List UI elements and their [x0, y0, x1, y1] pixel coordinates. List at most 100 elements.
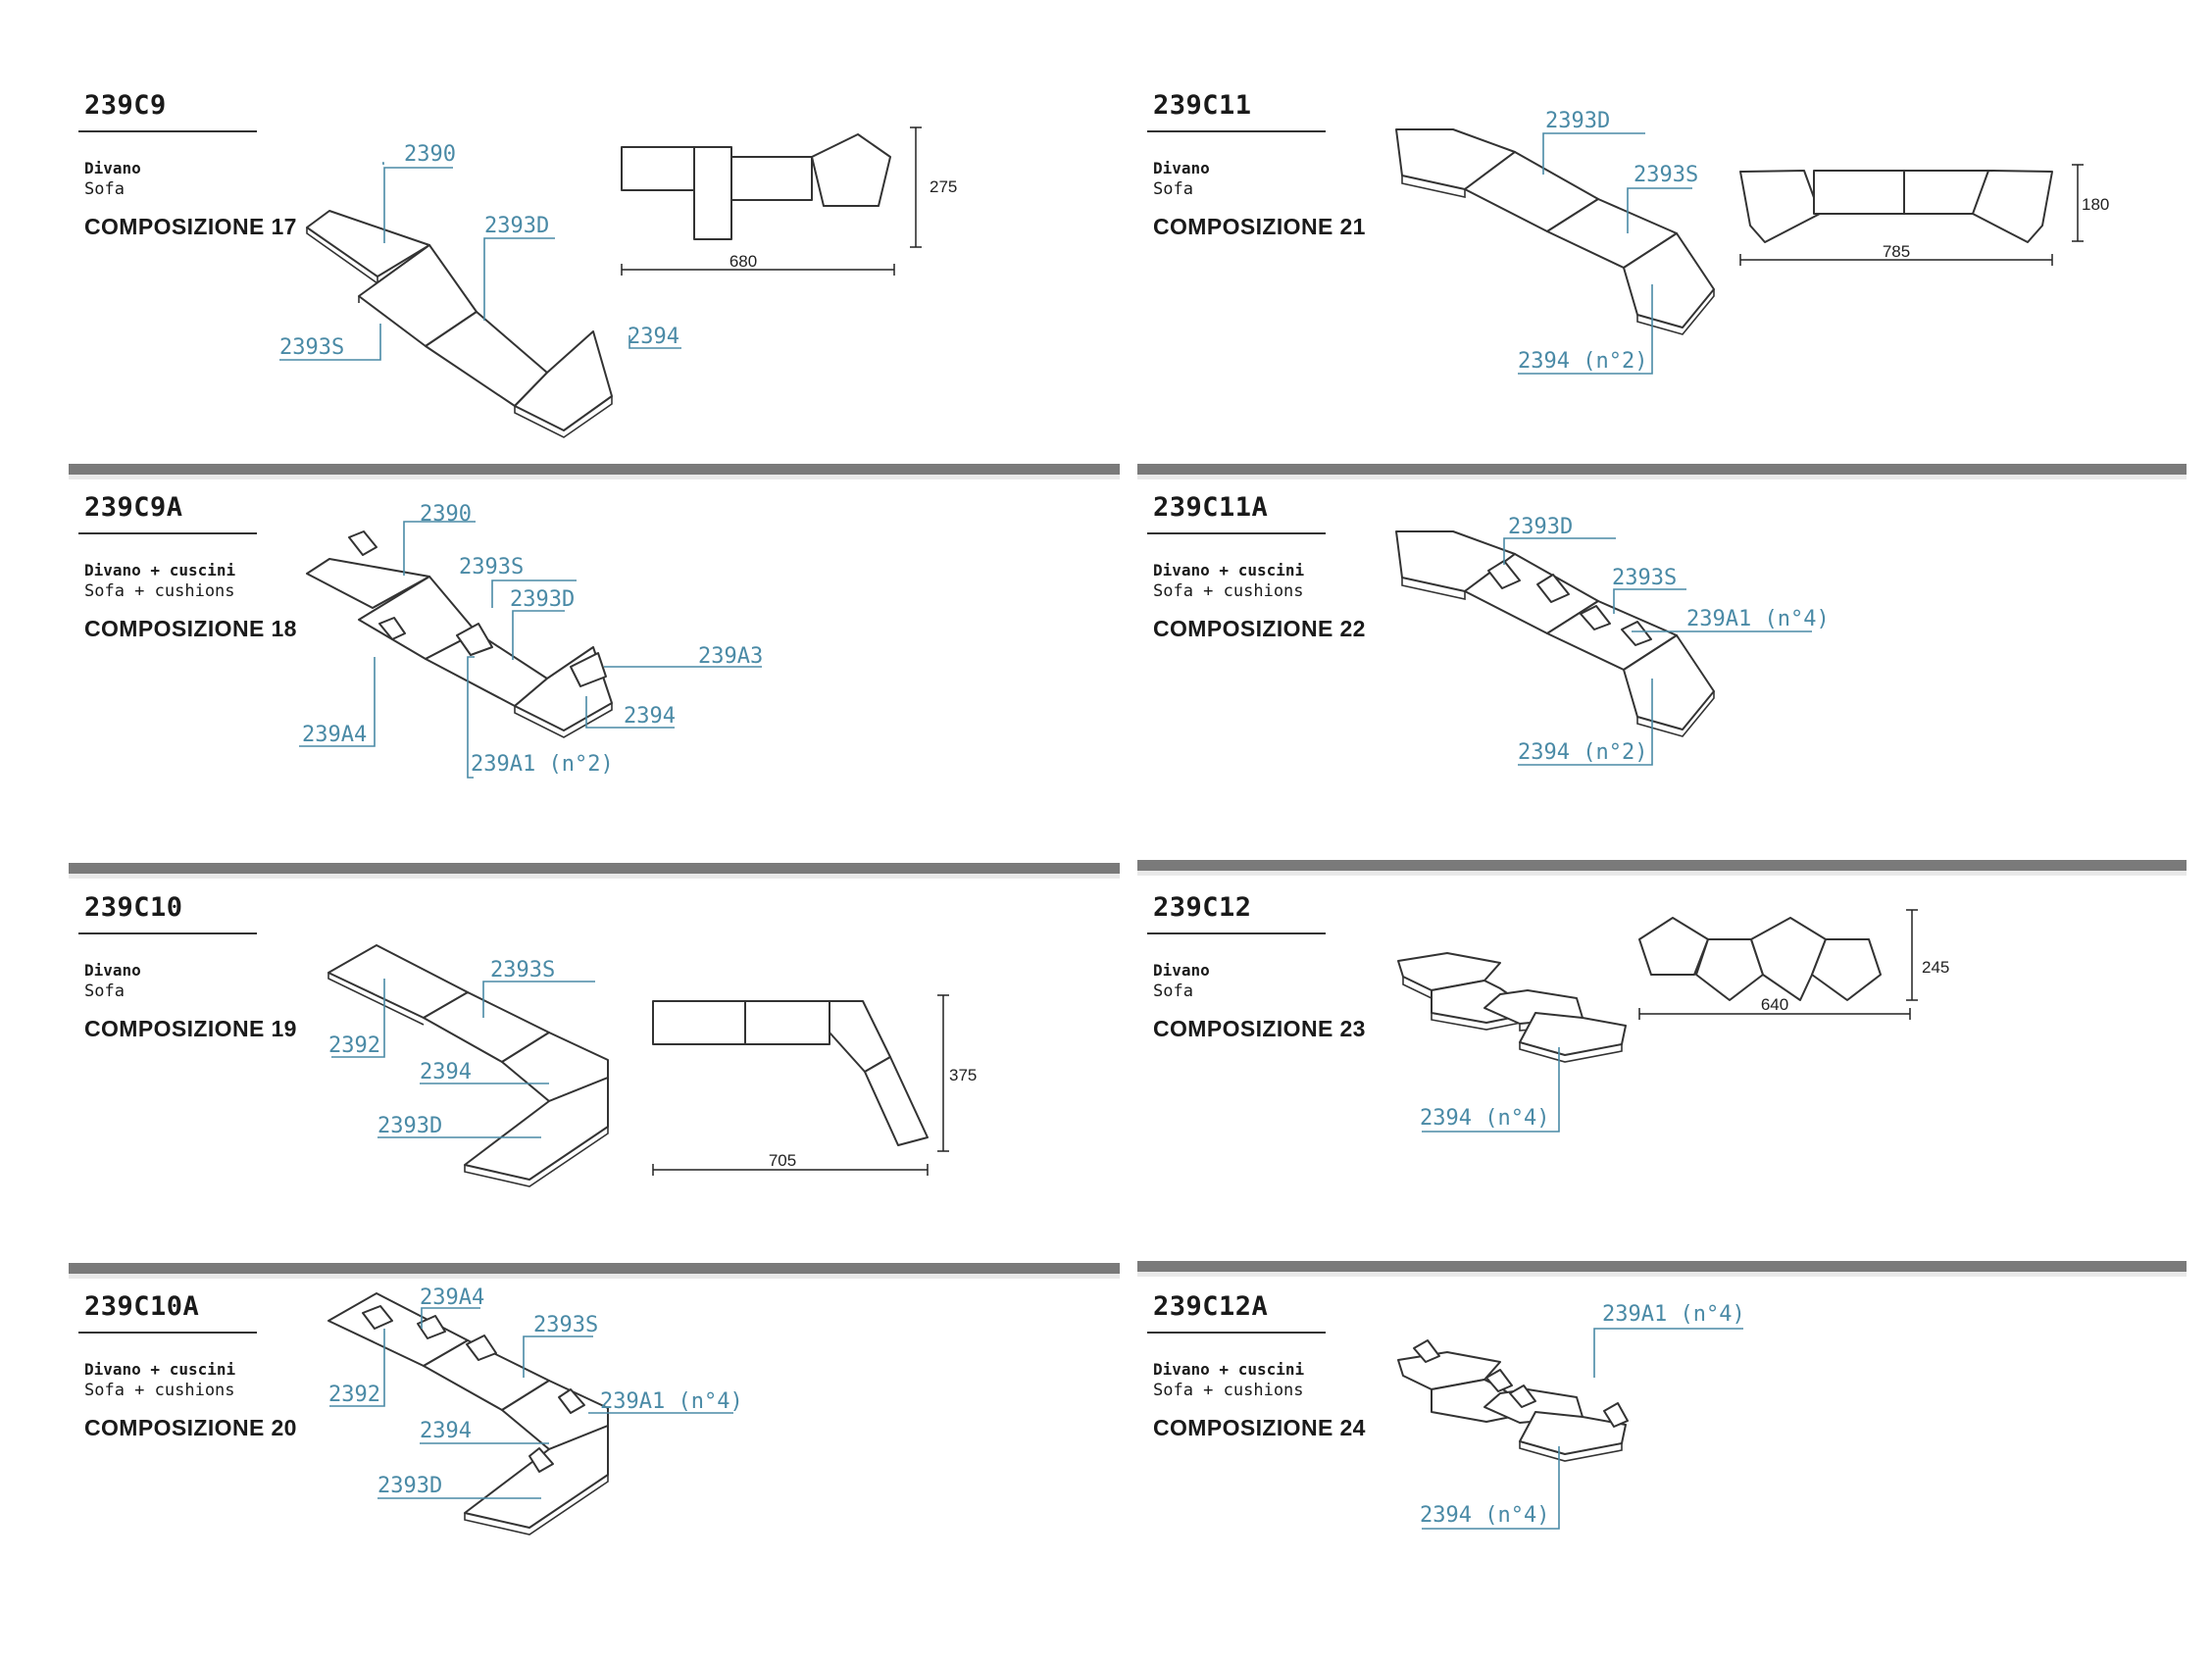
part-label: 2390	[404, 142, 456, 167]
part-label: 2392	[328, 1033, 380, 1058]
composition-239C10: 239C10 Divano Sofa COMPOSIZIONE 19 375 7…	[69, 871, 1118, 1263]
model-code: 239C9	[84, 90, 167, 121]
part-label: 239A4	[420, 1285, 484, 1310]
sofa-drawing: 239A1 (n°4) 2394 (n°4)	[1397, 1302, 1745, 1530]
part-label: 239A4	[302, 723, 367, 747]
code-underline	[78, 532, 257, 534]
type-english: Sofa + cushions	[1153, 1381, 1304, 1400]
code-underline	[78, 1332, 257, 1334]
composition-239C11: 239C11 Divano Sofa COMPOSIZIONE 21 180 7…	[1137, 69, 2187, 461]
composition-239C9: 239C9 Divano Sofa COMPOSIZIONE 17 275 68…	[69, 69, 1118, 461]
part-label: 2393S	[459, 555, 524, 579]
type-italian: Divano + cuscini	[84, 1360, 236, 1379]
model-code: 239C10	[84, 892, 183, 923]
part-label: 2393D	[377, 1114, 442, 1138]
composition-239C11A: 239C11A Divano + cuscini Sofa + cushions…	[1137, 471, 2187, 863]
sofa-isometric-sketch	[327, 1292, 609, 1536]
type-english: Sofa	[84, 982, 125, 1001]
part-label: 2394	[420, 1060, 472, 1084]
dimension-width: 680	[729, 252, 757, 271]
part-label: 239A1 (n°2)	[471, 752, 614, 777]
part-label: 2393S	[1612, 566, 1677, 590]
separator-right-1	[1137, 464, 2187, 479]
part-label: 2393S	[1634, 163, 1698, 187]
composition-239C12: 239C12 Divano Sofa COMPOSIZIONE 23 245 6…	[1137, 871, 2187, 1263]
sofa-isometric-sketch	[1395, 128, 1715, 335]
sofa-plan-view	[652, 994, 949, 1176]
separator-left-1	[69, 464, 1120, 479]
part-label: 2393S	[490, 958, 555, 982]
code-underline	[78, 130, 257, 132]
part-label: 2393S	[279, 335, 344, 360]
composition-title: COMPOSIZIONE 24	[1153, 1415, 1366, 1440]
part-label: 2393S	[533, 1313, 598, 1337]
model-code: 239C10A	[84, 1291, 200, 1322]
sofa-isometric-sketch	[1395, 530, 1715, 737]
part-label: 2394 (n°2)	[1518, 349, 1647, 374]
part-label: 239A1 (n°4)	[600, 1389, 743, 1414]
dimension-height: 375	[949, 1066, 977, 1084]
part-label: 2394	[624, 704, 676, 729]
dimension-width: 640	[1761, 995, 1788, 1014]
composition-239C10A: 239C10A Divano + cuscini Sofa + cushions…	[69, 1270, 1118, 1662]
sofa-isometric-sketch	[1397, 952, 1627, 1063]
composition-title: COMPOSIZIONE 18	[84, 616, 297, 641]
dimension-height: 180	[2082, 195, 2109, 214]
composition-title: COMPOSIZIONE 17	[84, 214, 297, 239]
part-label: 2393D	[1508, 515, 1573, 539]
model-code: 239C12A	[1153, 1291, 1269, 1322]
dimension-height: 275	[930, 177, 957, 196]
type-italian: Divano	[1153, 961, 1210, 980]
sofa-plan-view	[1739, 164, 2084, 266]
type-italian: Divano + cuscini	[84, 561, 236, 579]
type-italian: Divano + cuscini	[1153, 1360, 1305, 1379]
sofa-isometric-sketch	[306, 210, 613, 438]
sofa-drawing: 180 785 2393D 2393S 2394 (n°2)	[1395, 109, 2109, 375]
composition-title: COMPOSIZIONE 21	[1153, 214, 1366, 239]
type-english: Sofa	[1153, 179, 1193, 199]
composition-title: COMPOSIZIONE 22	[1153, 616, 1366, 641]
dimension-width: 705	[769, 1151, 796, 1170]
code-underline	[78, 932, 257, 934]
dimension-height: 245	[1922, 958, 1949, 977]
part-label: 2394 (n°4)	[1420, 1106, 1549, 1131]
composition-title: COMPOSIZIONE 20	[84, 1415, 297, 1440]
type-english: Sofa + cushions	[84, 581, 235, 601]
model-code: 239C11A	[1153, 492, 1269, 523]
part-label: 2394 (n°4)	[1420, 1503, 1549, 1528]
type-italian: Divano	[84, 961, 141, 980]
type-italian: Divano	[84, 159, 141, 177]
separator-right-3	[1137, 1261, 2187, 1277]
separator-right-2	[1137, 860, 2187, 876]
sofa-plan-view	[621, 126, 922, 276]
part-label: 239A1 (n°4)	[1602, 1302, 1745, 1327]
part-label: 2394	[420, 1419, 472, 1443]
sofa-drawing: 239A4 2393S 2392 239A1 (n°4) 2394 2393D	[327, 1285, 743, 1536]
code-underline	[1147, 130, 1326, 132]
sofa-drawing: 375 705 2393S 2392 2394 2393D	[327, 944, 977, 1187]
part-label: 2394 (n°2)	[1518, 740, 1647, 765]
type-english: Sofa	[1153, 982, 1193, 1001]
sofa-drawing: 2390 2393S 2393D 239A3 239A4 2394 239A1 …	[299, 502, 763, 779]
type-italian: Divano + cuscini	[1153, 561, 1305, 579]
type-italian: Divano	[1153, 159, 1210, 177]
type-english: Sofa + cushions	[1153, 581, 1304, 601]
part-label: 2393D	[510, 587, 575, 612]
part-label: 2393D	[1545, 109, 1610, 133]
dimension-width: 785	[1883, 242, 1910, 261]
code-underline	[1147, 932, 1326, 934]
separator-left-3	[69, 1263, 1120, 1279]
composition-title: COMPOSIZIONE 19	[84, 1016, 297, 1041]
sofa-drawing: 245 640 2394 (n°4)	[1397, 909, 1949, 1133]
code-underline	[1147, 532, 1326, 534]
model-code: 239C11	[1153, 90, 1252, 121]
model-code: 239C9A	[84, 492, 183, 523]
composition-239C12A: 239C12A Divano + cuscini Sofa + cushions…	[1137, 1270, 2187, 1662]
separator-left-2	[69, 863, 1120, 879]
part-label: 2393D	[484, 214, 549, 238]
sofa-isometric-sketch	[1397, 1339, 1629, 1462]
sofa-drawing: 275 680 2390 2393D 2393S 2394	[279, 126, 957, 438]
part-label: 239A1 (n°4)	[1686, 607, 1830, 631]
part-label: 2394	[628, 325, 679, 349]
part-label: 239A3	[698, 644, 763, 669]
